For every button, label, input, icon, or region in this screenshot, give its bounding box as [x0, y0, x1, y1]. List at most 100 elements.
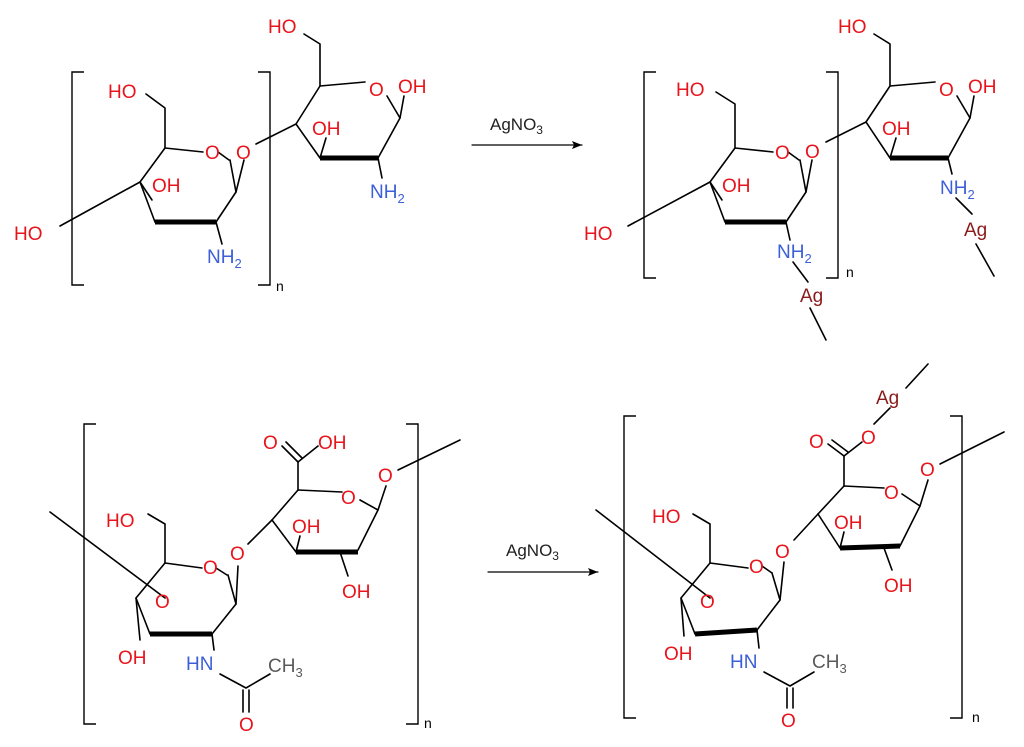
ring-oxygen: O — [369, 80, 384, 101]
chitosan-structure: n O HO OH HO NH2 O O HO OH — [14, 17, 427, 294]
silver-label: Ag — [800, 286, 823, 307]
left-bracket — [623, 415, 636, 719]
oh-bond — [139, 181, 153, 201]
ring-oxygen: O — [205, 143, 220, 164]
ring-bond — [709, 147, 774, 223]
nh-bond — [211, 633, 215, 651]
glycosidic-oxygen: O — [920, 460, 935, 481]
hydroxyl-label: OH — [884, 576, 913, 597]
nh-bond — [756, 629, 760, 649]
ch2oh-bond — [873, 33, 891, 87]
ring-bond — [215, 567, 228, 576]
hydroxyl-label: OH — [968, 77, 997, 98]
glycosidic-oxygen: O — [805, 142, 820, 163]
ether-oxygen: O — [700, 592, 715, 613]
oh-bond — [319, 137, 327, 159]
carbonyl-oxygen: O — [809, 432, 824, 453]
repeat-count: n — [846, 264, 854, 280]
ch2oh-bond — [692, 513, 711, 564]
nh2-bond — [377, 157, 383, 179]
left-bracket — [71, 71, 84, 286]
carboxyl-bond — [827, 439, 849, 457]
left-bracket — [643, 71, 656, 279]
hydroxyl-label: OH — [342, 582, 371, 603]
hydroxyl-label: OH — [834, 513, 863, 534]
ring-bond — [785, 159, 807, 223]
oh-bond — [709, 181, 723, 201]
ring-bond — [215, 159, 237, 223]
glycosidic-bond — [255, 123, 297, 145]
glycosidic-bond — [377, 485, 387, 511]
chain-bond — [49, 511, 166, 599]
ring-oxygen: O — [939, 80, 954, 101]
hydroxyl-label: HO — [652, 507, 681, 528]
glycosidic-oxygen: O — [230, 544, 245, 565]
hydroxyl-label: OH — [152, 176, 181, 197]
ch2oh-bond — [145, 93, 166, 149]
ring-oxygen: O — [749, 557, 764, 578]
ring-bond — [817, 485, 885, 515]
methyl-label: CH3 — [812, 652, 847, 676]
ring-oxygen: O — [203, 558, 218, 579]
reaction-arrow-bottom: AgNO3 — [487, 541, 599, 576]
hyaluronic-acid-structure: n O HO O OH HN O CH3 O O O — [49, 423, 461, 736]
ring-bond — [787, 151, 800, 161]
glycosidic-bond — [235, 159, 245, 193]
carboxylate-oxygen: O — [861, 428, 876, 449]
ring-bond — [217, 151, 230, 161]
glycosidic-bond — [805, 159, 813, 193]
hydroxyl-label: OH — [398, 77, 427, 98]
hydroxyl-label: HO — [106, 511, 135, 532]
methyl-label: CH3 — [268, 656, 303, 680]
n-ag-bond — [792, 261, 809, 283]
carboxyl-bond — [281, 441, 303, 463]
carbonyl-oxygen: O — [781, 711, 796, 732]
oh-bond — [295, 535, 301, 553]
chain-bond — [939, 431, 1005, 465]
glycosidic-bond — [919, 479, 929, 507]
glycosidic-bond — [779, 561, 785, 601]
reagent-label: AgNO3 — [506, 541, 559, 563]
ag-bond — [905, 363, 929, 389]
amine-label: NH2 — [777, 242, 812, 266]
glycosidic-bond — [247, 519, 273, 545]
carbonyl-bond — [242, 689, 250, 713]
ring-bond — [139, 147, 204, 223]
ring-bond — [761, 565, 773, 574]
hydroxyl-label: OH — [118, 648, 147, 669]
nh2-bond — [947, 157, 953, 175]
ring-bond — [271, 489, 343, 521]
ring-oxygen: O — [775, 143, 790, 164]
ch2oh-bond — [715, 91, 736, 149]
chain-bond — [59, 181, 141, 227]
chain-bond — [397, 439, 461, 471]
nh2-bond — [785, 221, 791, 241]
ring-bond — [295, 123, 321, 159]
ag-bond — [809, 307, 827, 341]
right-bracket — [826, 71, 839, 279]
glycosidic-bond — [235, 565, 239, 605]
amide-bond — [219, 673, 271, 689]
glycosidic-oxygen: O — [236, 143, 251, 164]
hydroxyl-label: OH — [664, 644, 693, 665]
ring-bond — [271, 519, 297, 553]
amide-bond — [763, 671, 815, 687]
ring-bond — [377, 95, 401, 159]
ring-bond-bold — [694, 627, 758, 637]
ch2oh-bond — [303, 33, 321, 87]
amine-label: NH2 — [207, 247, 242, 271]
hydroxyl-label: OH — [292, 517, 321, 538]
right-bracket — [258, 71, 271, 286]
chitosan-silver-structure: n O HO OH HO NH2 Ag O O HO OH OH NH2 — [584, 17, 997, 341]
glycosidic-oxygen: O — [378, 466, 393, 487]
right-bracket — [950, 415, 963, 719]
glycosidic-bond — [825, 121, 867, 143]
hydroxyl-label: OH — [318, 433, 347, 454]
hydroxyl-label: HO — [268, 17, 297, 38]
ring-bond — [865, 81, 936, 123]
ring-oxygen: O — [884, 483, 899, 504]
hydroxyl-label: HO — [14, 224, 43, 245]
arrow-head — [588, 568, 598, 576]
glycosidic-bond — [793, 513, 819, 541]
chain-bond — [627, 181, 711, 227]
